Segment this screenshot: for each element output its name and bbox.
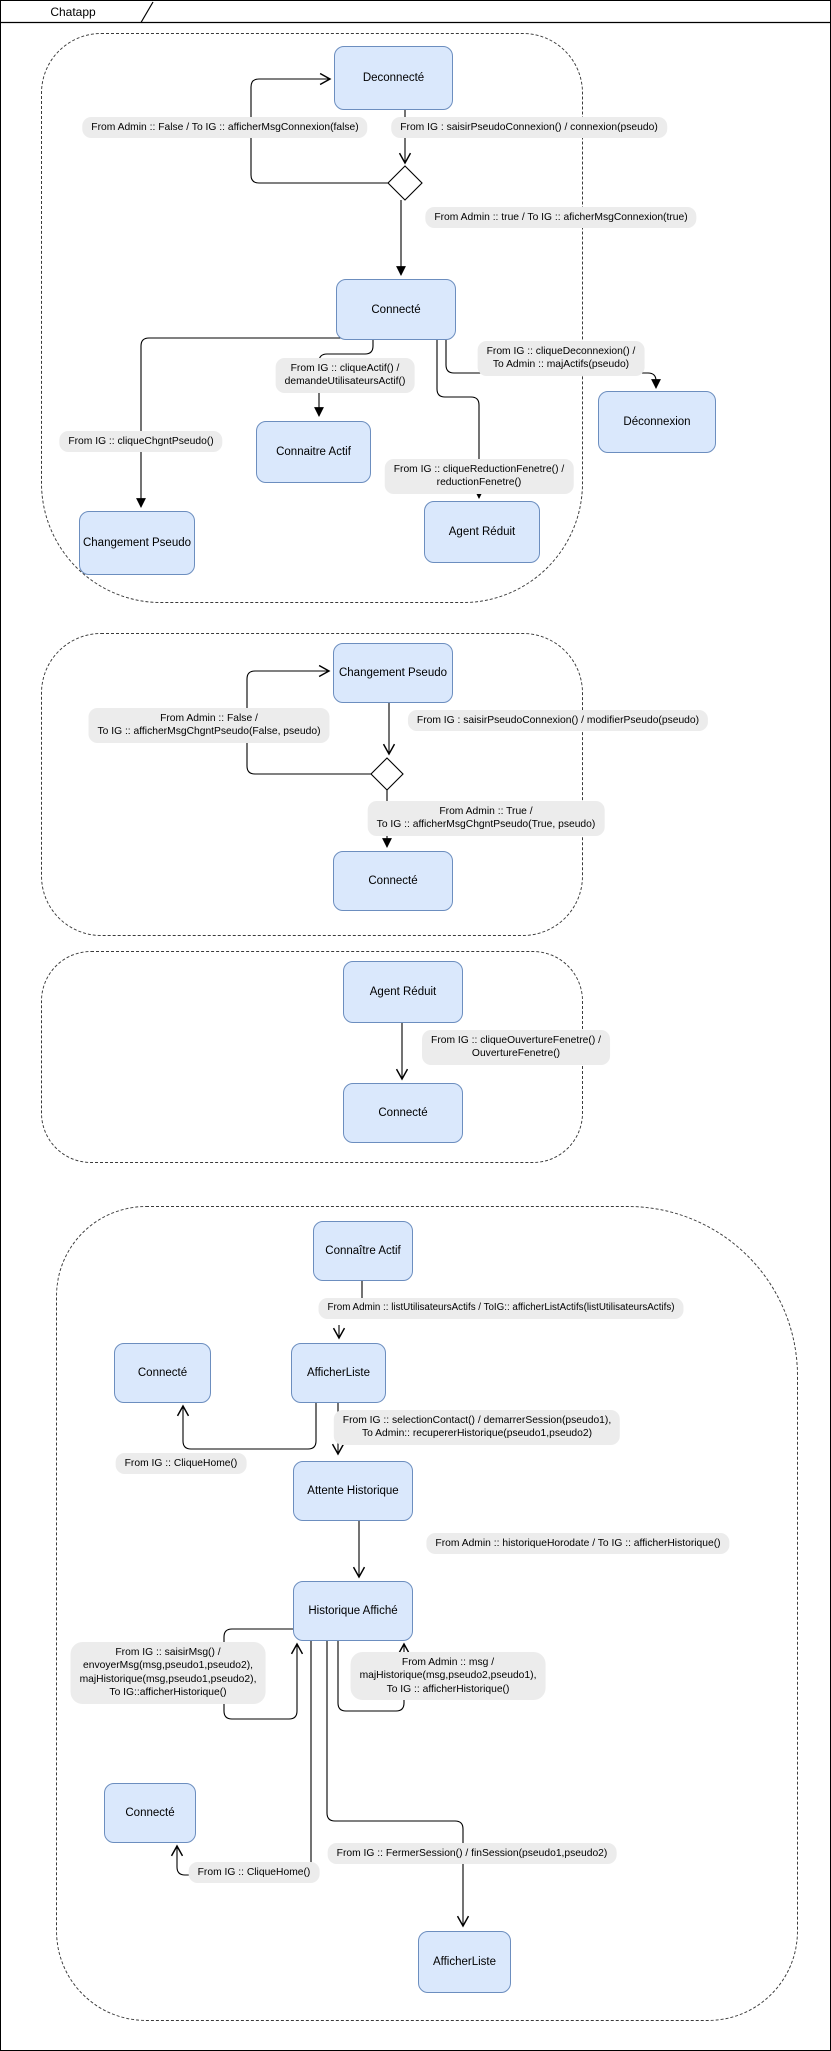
state-label: Connecté: [368, 875, 418, 887]
connector-connecte-to-agent-reduit[interactable]: [436, 338, 484, 499]
transition-label-clique-actif[interactable]: From IG :: cliqueActif() / demandeUtilis…: [275, 358, 415, 393]
state-changement-pseudo-2[interactable]: Changement Pseudo: [333, 643, 453, 703]
state-label: Changement Pseudo: [82, 537, 192, 549]
state-connecte-1[interactable]: Connecté: [336, 279, 456, 340]
state-connecte-4[interactable]: Connecté: [114, 1343, 211, 1403]
state-label: Connecté: [371, 303, 421, 316]
state-label: Connecté: [137, 1367, 188, 1379]
choice-diamond-2[interactable]: [370, 757, 404, 791]
transition-label-recevoir-msg[interactable]: From Admin :: msg / majHistorique(msg,ps…: [350, 1652, 546, 1701]
connector-saisirmsg-selfloop[interactable]: [223, 1628, 304, 1720]
transition-label-clique-home-1[interactable]: From IG :: CliqueHome(): [115, 1453, 247, 1475]
transition-label-chgnt-saisir[interactable]: From IG : saisirPseudoConnexion() / modi…: [407, 710, 709, 732]
state-label: Déconnexion: [623, 416, 691, 428]
transition-label-echec-connexion[interactable]: From Admin :: False / To IG :: afficherM…: [82, 117, 368, 139]
state-attente-historique[interactable]: Attente Historique: [293, 1461, 413, 1521]
state-label: Connecté: [125, 1807, 175, 1819]
section-session-group[interactable]: [56, 1206, 798, 2021]
state-connaitre-actif-2[interactable]: Connaître Actif: [313, 1221, 413, 1281]
state-label: Agent Réduit: [369, 986, 437, 998]
choice-diamond-1[interactable]: [387, 165, 423, 201]
connector-recevoirmsg-selfloop[interactable]: [337, 1639, 411, 1712]
section-changement-pseudo-group[interactable]: [41, 633, 583, 936]
state-label: Attente Historique: [307, 1485, 399, 1497]
state-connaitre-actif-1[interactable]: Connaitre Actif: [256, 421, 371, 483]
transition-label-clique-home-2[interactable]: From IG :: CliqueHome(): [188, 1862, 320, 1884]
connector-connecte-to-changement-pseudo[interactable]: [136, 337, 341, 508]
transition-label-liste-actifs[interactable]: From Admin :: listUtilisateursActifs / T…: [318, 1298, 684, 1319]
section-connexion-group[interactable]: [41, 33, 583, 603]
connector-historique-to-afficherliste-fin[interactable]: [326, 1639, 470, 1928]
transition-label-clique-deconnexion[interactable]: From IG :: cliqueDeconnexion() / To Admi…: [477, 341, 645, 376]
state-changement-pseudo-1[interactable]: Changement Pseudo: [79, 511, 195, 575]
state-deconnecte[interactable]: Deconnecté: [334, 46, 453, 110]
page-tab-label[interactable]: Chatapp: [50, 5, 96, 19]
transition-label-chgnt-succes[interactable]: From Admin :: True / To IG :: afficherMs…: [367, 801, 605, 836]
state-afficherliste-1[interactable]: AfficherListe: [291, 1343, 386, 1403]
state-agent-reduit-2[interactable]: Agent Réduit: [343, 961, 463, 1023]
state-connecte-2[interactable]: Connecté: [333, 851, 453, 911]
state-connecte-5[interactable]: Connecté: [104, 1783, 196, 1843]
transition-label-clique-reduction[interactable]: From IG :: cliqueReductionFenetre() / re…: [384, 459, 574, 494]
state-label: Connaître Actif: [325, 1245, 401, 1257]
transition-label-historique-horodate[interactable]: From Admin :: historiqueHorodate / To IG…: [426, 1533, 730, 1555]
transition-label-saisir-pseudo[interactable]: From IG : saisirPseudoConnexion() / conn…: [391, 117, 667, 139]
state-label: Agent Réduit: [448, 526, 516, 538]
page-tab[interactable]: [1, 1, 830, 24]
transition-label-clique-chgnt-pseudo[interactable]: From IG :: cliqueChgntPseudo(): [59, 431, 223, 453]
state-historique-affiche[interactable]: Historique Affiché: [293, 1581, 413, 1641]
transition-label-ouverture-fenetre[interactable]: From IG :: cliqueOuvertureFenetre() / Ou…: [422, 1030, 610, 1065]
state-label: Changement Pseudo: [338, 667, 448, 679]
state-afficherliste-2[interactable]: AfficherListe: [418, 1931, 511, 1993]
transition-label-selection-contact[interactable]: From IG :: selectionContact() / demarrer…: [333, 1410, 621, 1445]
transition-label-chgnt-echec[interactable]: From Admin :: False / To IG :: afficherM…: [88, 708, 330, 743]
state-label: AfficherListe: [306, 1367, 371, 1379]
state-connecte-3[interactable]: Connecté: [343, 1083, 463, 1143]
state-label: Connaitre Actif: [276, 446, 351, 458]
state-deconnexion[interactable]: Déconnexion: [598, 391, 716, 453]
state-label: AfficherListe: [432, 1956, 497, 1968]
state-label: Historique Affiché: [308, 1605, 398, 1617]
state-label: Connecté: [378, 1107, 428, 1119]
transition-label-connexion-ok[interactable]: From Admin :: true / To IG :: aficherMsg…: [425, 207, 697, 229]
state-agent-reduit-1[interactable]: Agent Réduit: [424, 501, 540, 563]
transition-label-fermer-session[interactable]: From IG :: FermerSession() / finSession(…: [327, 1843, 617, 1865]
state-label: Deconnecté: [362, 72, 425, 84]
connector-afficherliste-to-connecte[interactable]: [176, 1401, 317, 1450]
transition-label-saisir-msg[interactable]: From IG :: saisirMsg() / envoyerMsg(msg,…: [70, 1642, 266, 1704]
